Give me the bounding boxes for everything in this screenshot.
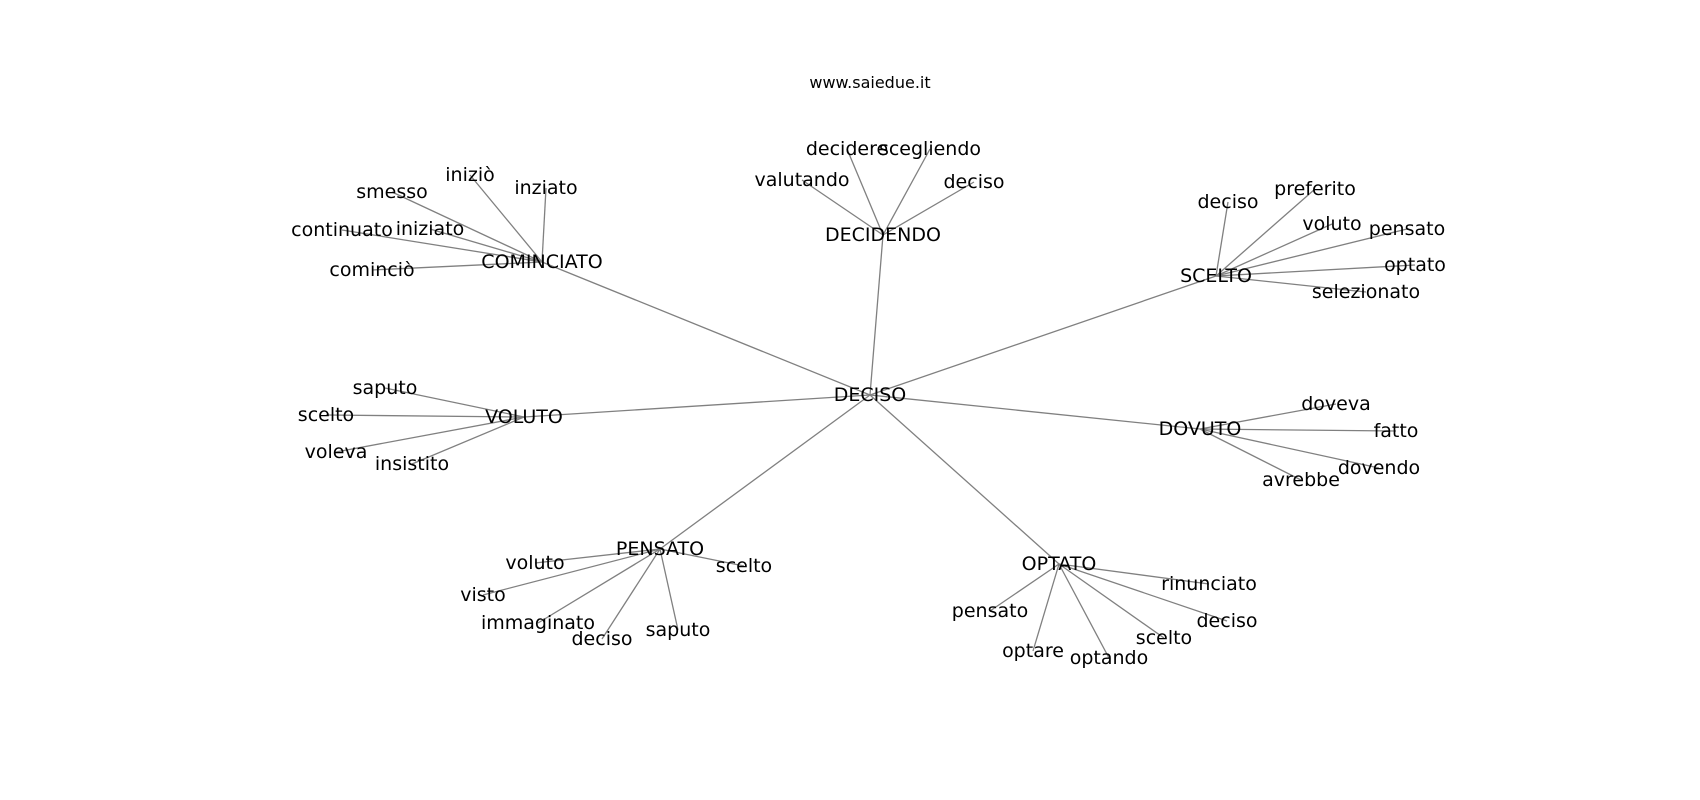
hub-node: VOLUTO [485, 406, 563, 428]
edge-dovuto-3 [1199, 428, 1302, 481]
edge-optato-0 [1058, 563, 1210, 585]
graph-nodes: DECISO COMINCIATO iniziò smesso inziato conti… [291, 138, 1446, 669]
leaf-node: fatto [1374, 420, 1419, 442]
leaf-node: continuato [291, 219, 393, 241]
edge-cominciato-4 [429, 228, 543, 263]
leaf-node: selezionato [1312, 281, 1420, 303]
leaf-node: preferito [1274, 178, 1356, 200]
edge-cominciato-3 [341, 229, 543, 263]
edge-optato-3 [1058, 563, 1165, 639]
leaf-node: immaginato [481, 612, 595, 634]
leaf-node: inziato [514, 177, 577, 199]
edge-center-voluto [523, 394, 871, 418]
leaf-node: doveva [1301, 393, 1371, 415]
edge-scelto-0 [1215, 201, 1229, 277]
edge-pensato-0 [534, 548, 661, 564]
edge-dovuto-0 [1199, 403, 1337, 430]
edge-scelto-4 [1215, 264, 1416, 277]
leaf-node: optare [1002, 640, 1064, 662]
edge-scelto-2 [1215, 223, 1333, 277]
hub-node: DECIDENDO [825, 224, 941, 246]
leaf-node: cominciò [329, 259, 414, 281]
leaf-node: deciso [1198, 191, 1259, 213]
leaf-node: deciso [944, 171, 1005, 193]
leaf-node: deciso [1197, 610, 1258, 632]
edge-cominciato-0 [469, 174, 543, 263]
leaf-node: scelto [298, 404, 354, 426]
edge-decidendo-2 [801, 179, 884, 236]
leaf-node: scelto [716, 555, 772, 577]
leaf-node: saputo [646, 619, 711, 641]
edge-decidendo-1 [882, 148, 931, 236]
center-node: DECISO [834, 384, 907, 406]
graph-edges [325, 148, 1416, 659]
edge-center-dovuto [869, 394, 1201, 430]
leaf-node: dovendo [1338, 457, 1420, 479]
leaf-node: saputo [353, 377, 418, 399]
edge-voluto-2 [335, 416, 525, 453]
hub-node: DOVUTO [1159, 418, 1242, 440]
edge-decidendo-3 [882, 181, 975, 236]
leaf-node: scegliendo [879, 138, 981, 160]
leaf-node: voleva [305, 441, 368, 463]
edge-center-scelto [869, 275, 1217, 396]
leaf-node: iniziò [445, 164, 494, 186]
hub-node: COMINCIATO [481, 251, 602, 273]
site-title: www.saiedue.it [809, 73, 930, 92]
leaf-node: voluto [505, 552, 564, 574]
edge-cominciato-2 [541, 187, 547, 263]
edge-optato-2 [1058, 563, 1228, 622]
edge-center-pensato [659, 394, 871, 550]
edge-scelto-3 [1215, 228, 1408, 277]
edge-dovuto-1 [1199, 428, 1397, 432]
edge-cominciato-5 [371, 261, 543, 271]
leaf-node: insistito [375, 453, 449, 475]
leaf-node: iniziato [396, 218, 465, 240]
edge-pensato-3 [537, 548, 661, 624]
leaf-node: scelto [1136, 627, 1192, 649]
edge-pensato-1 [659, 548, 745, 567]
edge-pensato-2 [482, 548, 661, 596]
edge-center-decidendo [869, 234, 884, 396]
edge-decidendo-0 [846, 148, 884, 236]
leaf-node: pensato [952, 600, 1028, 622]
edge-center-cominciato [541, 261, 871, 396]
leaf-node: smesso [356, 181, 428, 203]
edge-pensato-5 [659, 548, 679, 631]
edge-optato-4 [1032, 563, 1060, 652]
leaf-node: valutando [754, 169, 849, 191]
edge-pensato-4 [601, 548, 661, 640]
edge-optato-1 [989, 563, 1060, 612]
edge-optato-5 [1058, 563, 1110, 659]
edge-center-optato [869, 394, 1060, 565]
hub-node: SCELTO [1180, 265, 1252, 287]
edge-scelto-5 [1215, 275, 1367, 293]
edge-voluto-3 [411, 416, 525, 465]
leaf-node: visto [460, 584, 506, 606]
edge-scelto-1 [1215, 188, 1316, 277]
leaf-node: optando [1070, 647, 1149, 669]
leaf-node: rinunciato [1161, 573, 1257, 595]
leaf-node: avrebbe [1262, 469, 1340, 491]
edge-voluto-0 [384, 387, 525, 418]
leaf-node: decidere [806, 138, 888, 160]
leaf-node: pensato [1369, 218, 1445, 240]
hub-node: OPTATO [1022, 553, 1097, 575]
edge-cominciato-1 [391, 191, 543, 263]
leaf-node: voluto [1302, 213, 1361, 235]
hub-node: PENSATO [616, 538, 704, 560]
leaf-node: deciso [572, 628, 633, 650]
leaf-node: optato [1384, 254, 1446, 276]
edge-dovuto-2 [1199, 428, 1380, 469]
edge-voluto-1 [325, 414, 525, 418]
